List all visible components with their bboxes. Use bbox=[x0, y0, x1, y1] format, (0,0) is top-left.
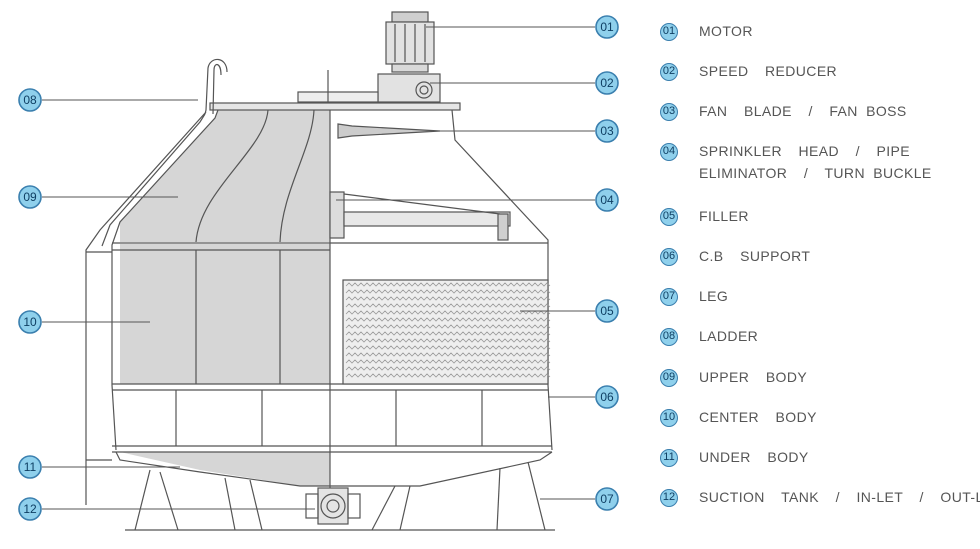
under-body-shading bbox=[120, 452, 330, 486]
legend-badge: 05 bbox=[660, 208, 678, 226]
callout-01: 01 bbox=[595, 15, 619, 39]
callout-09: 09 bbox=[18, 185, 42, 209]
parts-legend: 01 MOTOR 02 SPEED REDUCER 03 FAN BLADE / FAN … bbox=[656, 0, 980, 549]
legend-label: SPRINKLER HEAD / PIPE bbox=[699, 143, 910, 159]
callout-number: 08 bbox=[23, 93, 37, 107]
right-shell bbox=[451, 109, 553, 451]
callout-number: 04 bbox=[600, 193, 614, 207]
filler-wave bbox=[345, 359, 551, 364]
callout-08: 08 bbox=[18, 88, 42, 112]
legend-label: UNDER BODY bbox=[699, 449, 809, 465]
legend-badge: 12 bbox=[660, 489, 678, 507]
legend-label: LADDER bbox=[699, 328, 759, 344]
callout-number: 09 bbox=[23, 190, 37, 204]
legend-label: CENTER BODY bbox=[699, 409, 817, 425]
callout-number: 07 bbox=[600, 492, 614, 506]
legend-label: C.B SUPPORT bbox=[699, 248, 811, 264]
filler-wave bbox=[345, 345, 551, 350]
callout-12: 12 bbox=[18, 497, 42, 521]
callout-circle bbox=[595, 71, 619, 95]
callout-circle bbox=[18, 310, 42, 334]
legend-badge: 11 bbox=[660, 449, 678, 467]
fan-blade bbox=[337, 123, 441, 139]
callout-number: 06 bbox=[600, 390, 614, 404]
callout-circle bbox=[595, 299, 619, 323]
legend-badge: 09 bbox=[660, 369, 678, 387]
callout-10: 10 bbox=[18, 310, 42, 334]
callout-06: 06 bbox=[595, 385, 619, 409]
legend-label: UPPER BODY bbox=[699, 369, 808, 385]
legend-badge: 04 bbox=[660, 143, 678, 161]
callout-circle bbox=[595, 188, 619, 212]
legend-badge: 08 bbox=[660, 328, 678, 346]
left-shell bbox=[111, 109, 219, 451]
callout-07: 07 bbox=[595, 487, 619, 511]
filler-wave bbox=[345, 352, 551, 357]
callout-circle bbox=[18, 455, 42, 479]
top-deck bbox=[209, 102, 461, 111]
upper-body-shading bbox=[120, 110, 330, 242]
filler-wave bbox=[345, 289, 551, 294]
legend-label: FILLER bbox=[699, 208, 749, 224]
callout-number: 10 bbox=[23, 315, 37, 329]
callout-circle bbox=[595, 385, 619, 409]
legs bbox=[125, 461, 555, 531]
filler-wave bbox=[345, 331, 551, 336]
filler-wave bbox=[345, 310, 551, 315]
callout-circle bbox=[595, 15, 619, 39]
callout-circle bbox=[18, 497, 42, 521]
callout-number: 12 bbox=[23, 502, 37, 516]
sprinkler bbox=[329, 191, 511, 241]
legend-label: MOTOR bbox=[699, 23, 753, 39]
filler-wave bbox=[345, 303, 551, 308]
legend-badge: 01 bbox=[660, 23, 678, 41]
ladder bbox=[85, 58, 228, 505]
callout-number: 01 bbox=[600, 20, 614, 34]
filler-wave bbox=[345, 324, 551, 329]
legend-label: SUCTION TANK / IN-LET / OUT-LET bbox=[699, 489, 980, 505]
filler-wave bbox=[345, 317, 551, 322]
legend-label: FAN BLADE / FAN BOSS bbox=[699, 103, 907, 119]
callout-04: 04 bbox=[595, 188, 619, 212]
callout-badges: 01 02 03 04 05 06 07 08 09 10 11 12 bbox=[18, 15, 619, 521]
legend-label: SPEED REDUCER bbox=[699, 63, 838, 79]
callout-number: 11 bbox=[24, 460, 37, 474]
callout-11: 11 bbox=[18, 455, 42, 479]
callout-05: 05 bbox=[595, 299, 619, 323]
callout-02: 02 bbox=[595, 71, 619, 95]
filler-wave bbox=[345, 338, 551, 343]
legend-badge: 03 bbox=[660, 103, 678, 121]
callout-number: 03 bbox=[600, 124, 614, 138]
callout-number: 05 bbox=[600, 304, 614, 318]
speed-reducer bbox=[297, 70, 441, 103]
callout-circle bbox=[18, 185, 42, 209]
callout-circle bbox=[18, 88, 42, 112]
legend-label: LEG bbox=[699, 288, 729, 304]
filler-wave bbox=[345, 282, 551, 287]
filler-wave bbox=[345, 373, 551, 378]
filler-pattern bbox=[345, 282, 551, 378]
suction-tank bbox=[305, 487, 361, 525]
legend-badge: 06 bbox=[660, 248, 678, 266]
filler-wave bbox=[345, 296, 551, 301]
legend-label: ELIMINATOR / TURN BUCKLE bbox=[699, 165, 932, 181]
legend-badge: 07 bbox=[660, 288, 678, 306]
legend-badge: 10 bbox=[660, 409, 678, 427]
center-body-shading bbox=[120, 244, 330, 384]
motor bbox=[385, 11, 435, 73]
callout-circle bbox=[595, 487, 619, 511]
filler-wave bbox=[345, 366, 551, 371]
callout-circle bbox=[595, 119, 619, 143]
legend-badge: 02 bbox=[660, 63, 678, 81]
callout-03: 03 bbox=[595, 119, 619, 143]
under-body-basin bbox=[115, 451, 553, 487]
callout-number: 02 bbox=[600, 76, 614, 90]
